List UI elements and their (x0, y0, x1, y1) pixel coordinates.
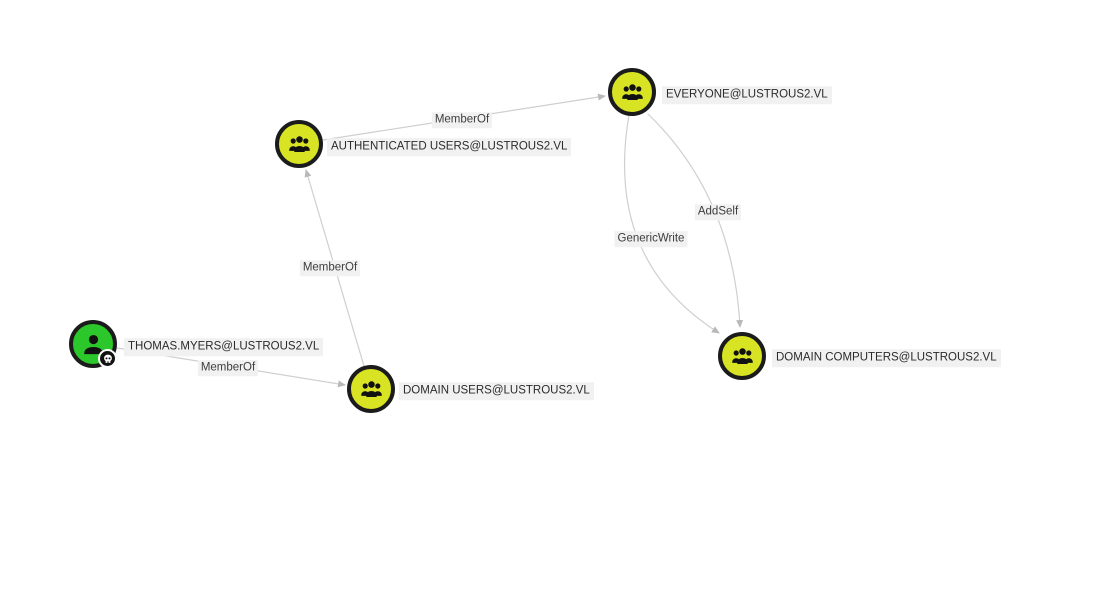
owned-skull-icon (98, 349, 117, 368)
group-icon (288, 135, 310, 152)
node-everyone[interactable] (608, 68, 656, 116)
node-domain-computers[interactable] (718, 332, 766, 380)
group-icon (621, 83, 643, 100)
node-label-authenticated-users: AUTHENTICATED USERS@LUSTROUS2.VL (327, 138, 572, 156)
edge-label-memberof[interactable]: MemberOf (431, 112, 493, 128)
node-domain-users[interactable] (347, 365, 395, 413)
group-icon (360, 380, 382, 397)
node-label-everyone: EVERYONE@LUSTROUS2.VL (662, 86, 832, 104)
node-thomas-myers[interactable] (69, 320, 117, 368)
group-icon (731, 347, 753, 364)
node-label-thomas-myers: THOMAS.MYERS@LUSTROUS2.VL (124, 338, 324, 356)
edge-label-memberof[interactable]: MemberOf (299, 260, 361, 276)
edge-label-addself[interactable]: AddSelf (694, 204, 742, 220)
node-authenticated-users[interactable] (275, 120, 323, 168)
user-icon (83, 334, 103, 354)
node-label-domain-computers: DOMAIN COMPUTERS@LUSTROUS2.VL (772, 349, 1001, 367)
edge-label-genericwrite[interactable]: GenericWrite (614, 231, 688, 247)
edge-genericwrite-everyone-to-domain-computers[interactable] (623, 114, 720, 334)
edge-addself-everyone-to-domain-computers[interactable] (647, 113, 744, 328)
node-label-domain-users: DOMAIN USERS@LUSTROUS2.VL (399, 382, 594, 400)
edge-label-memberof[interactable]: MemberOf (197, 360, 259, 376)
